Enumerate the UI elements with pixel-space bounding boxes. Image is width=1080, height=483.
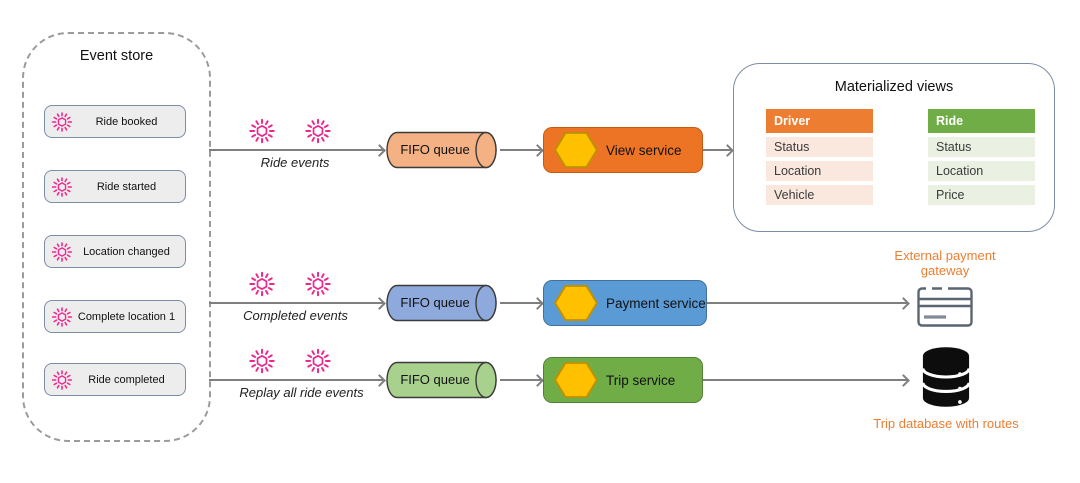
fifo-queue-label: FIFO queue (400, 372, 470, 387)
arrow-view-service-to-views (703, 149, 731, 151)
payment-service-box: Payment service (543, 280, 707, 326)
event-label: Ride booked (95, 115, 158, 128)
credit-card-icon (917, 287, 973, 327)
sun-burst-icon (303, 116, 333, 146)
event-label: Ride completed (88, 373, 165, 386)
service-label: Payment service (606, 295, 706, 311)
flow-label-replay-events: Replay all ride events (239, 385, 364, 400)
arrow-payment-service-to-gateway (707, 302, 907, 304)
sun-burst-icon (247, 116, 277, 146)
flow-label-completed-events: Completed events (243, 308, 348, 323)
payment-gateway-label: External payment gateway (894, 248, 996, 278)
event-store-title: Event store (79, 48, 154, 64)
fifo-queue-replay-events: FIFO queue (385, 361, 500, 399)
ride-table-header: Ride (928, 109, 1035, 133)
database-icon (921, 345, 971, 409)
driver-table: Driver Status Location Vehicle (766, 109, 873, 205)
fifo-queue-completed-events: FIFO queue (385, 284, 500, 322)
service-label: Trip service (606, 372, 676, 388)
event-ride-completed: Ride completed (44, 363, 186, 396)
sun-burst-icon (50, 175, 74, 199)
hexagon-icon (554, 361, 598, 399)
event-complete-location-1: Complete location 1 (44, 300, 186, 333)
event-store-container: Event store (22, 32, 211, 442)
trip-service-box: Trip service (543, 357, 703, 403)
fifo-queue-ride-events: FIFO queue (385, 131, 500, 169)
arrow-trip-service-to-database (703, 379, 907, 381)
arrow-store-to-fifo-3 (209, 379, 383, 381)
table-row: Location (766, 161, 873, 181)
ride-table: Ride Status Location Price (928, 109, 1035, 205)
sun-burst-icon (50, 240, 74, 264)
sun-burst-icon (303, 346, 333, 376)
materialized-views-container: Materialized views Driver Status Locatio… (733, 63, 1055, 232)
event-label: Complete location 1 (77, 310, 176, 323)
materialized-views-title: Materialized views (834, 79, 954, 95)
arrow-store-to-fifo-2 (209, 302, 383, 304)
arrow-fifo-to-trip-service (500, 379, 541, 381)
event-label: Ride started (96, 180, 157, 193)
sun-burst-icon (247, 269, 277, 299)
table-row: Status (766, 137, 873, 157)
event-label: Location changed (83, 245, 170, 258)
fifo-queue-label: FIFO queue (400, 142, 470, 157)
service-label: View service (606, 142, 682, 158)
hexagon-icon (554, 284, 598, 322)
sun-burst-icon (50, 305, 74, 329)
fifo-queue-label: FIFO queue (400, 295, 470, 310)
event-location-changed: Location changed (44, 235, 186, 268)
event-ride-started: Ride started (44, 170, 186, 203)
table-row: Vehicle (766, 185, 873, 205)
sun-burst-icon (50, 368, 74, 392)
driver-table-header: Driver (766, 109, 873, 133)
trip-database-label: Trip database with routes (873, 416, 1019, 431)
arrow-fifo-to-payment-service (500, 302, 541, 304)
arrow-fifo-to-view-service (500, 149, 541, 151)
hexagon-icon (554, 131, 598, 169)
sun-burst-icon (303, 269, 333, 299)
table-row: Price (928, 185, 1035, 205)
arrow-store-to-fifo-1 (209, 149, 383, 151)
table-row: Status (928, 137, 1035, 157)
flow-label-ride-events: Ride events (260, 155, 330, 170)
event-ride-booked: Ride booked (44, 105, 186, 138)
table-row: Location (928, 161, 1035, 181)
sun-burst-icon (50, 110, 74, 134)
view-service-box: View service (543, 127, 703, 173)
sun-burst-icon (247, 346, 277, 376)
